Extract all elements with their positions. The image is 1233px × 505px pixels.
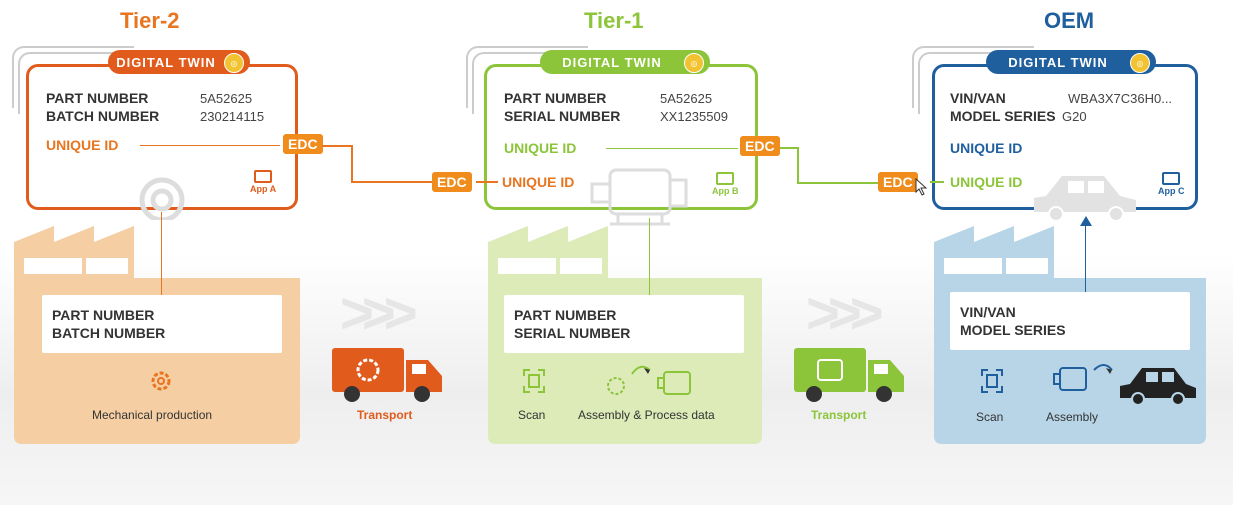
tier1-badge-label: DIGITAL TWIN	[562, 54, 662, 70]
gear-icon	[151, 371, 171, 391]
oem-caption-assembly: Assembly	[1046, 410, 1099, 424]
edc-link-1c	[351, 181, 433, 183]
tier1-field-label-0: PART NUMBER	[504, 90, 607, 106]
app-c-label: App C	[1158, 186, 1185, 196]
oem-badge-label: DIGITAL TWIN	[1008, 54, 1108, 70]
transport-label-2: Transport	[811, 408, 867, 422]
scan-icon	[981, 369, 1003, 393]
oem-factory-field-1: MODEL SERIES	[960, 322, 1066, 338]
tier2-factory-field-1: BATCH NUMBER	[52, 325, 166, 341]
oem-factory-field-0: VIN/VAN	[960, 304, 1016, 320]
oem-card-back	[912, 46, 1034, 108]
tier1-digital-twin-badge: DIGITAL TWIN ◎	[540, 50, 710, 74]
assembly-car-icon	[1053, 364, 1196, 406]
tier1-uid-line	[606, 148, 738, 149]
oem-factory-id-box	[950, 292, 1190, 350]
tier2-upload-line	[161, 212, 162, 322]
app-a-icon[interactable]: App A	[250, 170, 276, 194]
assembly-icon	[607, 365, 691, 395]
app-c-icon[interactable]: App C	[1158, 172, 1185, 196]
tier2-caption-mechanical-production: Mechanical production	[92, 408, 213, 422]
oem-field-value-0: WBA3X7C36H0...	[1068, 91, 1173, 106]
oem-title: OEM	[1044, 8, 1095, 33]
tier1-field-value-0: 5A52625	[660, 91, 713, 106]
tier2-field-label-0: PART NUMBER	[46, 90, 149, 106]
tier1-upload-line	[649, 218, 650, 322]
tier1-unique-id-incoming: UNIQUE ID	[502, 174, 575, 190]
coin-icon: ◎	[224, 53, 244, 73]
tier2-unique-id: UNIQUE ID	[46, 137, 119, 153]
coin-icon: ◎	[1130, 53, 1150, 73]
oem-caption-scan: Scan	[976, 410, 1004, 424]
truck-icon	[794, 348, 904, 402]
oem-unique-id: UNIQUE ID	[950, 140, 1023, 156]
tier1-card-back-2	[472, 52, 594, 114]
app-a-label: App A	[250, 184, 277, 194]
tier2-uid-line	[140, 145, 280, 146]
transport-chevrons-1: >>>	[340, 281, 418, 346]
cursor-icon	[915, 178, 928, 196]
scan-icon	[523, 369, 545, 393]
transport-label-1: Transport	[357, 408, 413, 422]
oem-unique-id-incoming: UNIQUE ID	[950, 174, 1023, 190]
oem-field-value-1: G20	[1062, 109, 1087, 124]
gear-icon	[139, 177, 185, 220]
tier1-factory-field-0: PART NUMBER	[514, 307, 617, 323]
tier1-field-value-1: XX1235509	[660, 109, 728, 124]
oem-upload-line	[1085, 222, 1086, 292]
app-b-icon[interactable]: App B	[712, 172, 739, 196]
tier2-card-back	[12, 46, 134, 108]
tier2-badge-label: DIGITAL TWIN	[116, 54, 216, 70]
car-icon	[1034, 176, 1136, 222]
tier2-field-value-1: 230214115	[200, 109, 265, 124]
tier1-in-line	[476, 181, 498, 183]
edc-link-2c	[797, 182, 879, 184]
tier2-factory-field-0: PART NUMBER	[52, 307, 155, 323]
oem-card-back-2	[918, 52, 1040, 114]
oem-field-label-1: MODEL SERIES	[950, 108, 1056, 124]
arrow-up-icon	[1080, 216, 1092, 226]
truck-icon	[332, 348, 442, 402]
tier2-card-back-2	[18, 52, 140, 114]
edc-link-2b	[797, 147, 799, 183]
tier1-edc-out-connector[interactable]: EDC	[740, 136, 780, 156]
tier1-edc-in-connector[interactable]: EDC	[432, 172, 472, 192]
edc-link-1b	[351, 145, 353, 182]
tier2-digital-twin-badge: DIGITAL TWIN ◎	[108, 50, 250, 74]
tier2-field-label-1: BATCH NUMBER	[46, 108, 160, 124]
tier1-caption-assembly-process-data: Assembly & Process data	[578, 408, 715, 422]
oem-digital-twin-badge: DIGITAL TWIN ◎	[986, 50, 1156, 74]
oem-field-label-0: VIN/VAN	[950, 90, 1006, 106]
edc-link-1a	[322, 145, 352, 147]
tier1-caption-scan: Scan	[518, 408, 546, 422]
tier2-title: Tier-2	[120, 8, 180, 33]
oem-edc-connector[interactable]: EDC	[878, 172, 918, 192]
tier1-field-label-1: SERIAL NUMBER	[504, 108, 621, 124]
tier1-card-back	[466, 46, 588, 108]
edc-link-2a	[780, 147, 798, 149]
tier2-edc-connector[interactable]: EDC	[283, 134, 323, 154]
tier1-digital-twin-card[interactable]	[484, 64, 758, 210]
tier2-field-value-0: 5A52625	[200, 91, 253, 106]
tier1-title: Tier-1	[584, 8, 644, 33]
app-b-label: App B	[712, 186, 739, 196]
coin-icon: ◎	[684, 53, 704, 73]
motor-icon	[590, 168, 688, 226]
tier1-factory-field-1: SERIAL NUMBER	[514, 325, 631, 341]
oem-in-line	[930, 181, 944, 183]
tier1-unique-id: UNIQUE ID	[504, 140, 577, 156]
tier1-factory-id-box	[504, 295, 744, 353]
transport-chevrons-2: >>>	[806, 281, 884, 346]
tier2-factory-id-box	[42, 295, 282, 353]
